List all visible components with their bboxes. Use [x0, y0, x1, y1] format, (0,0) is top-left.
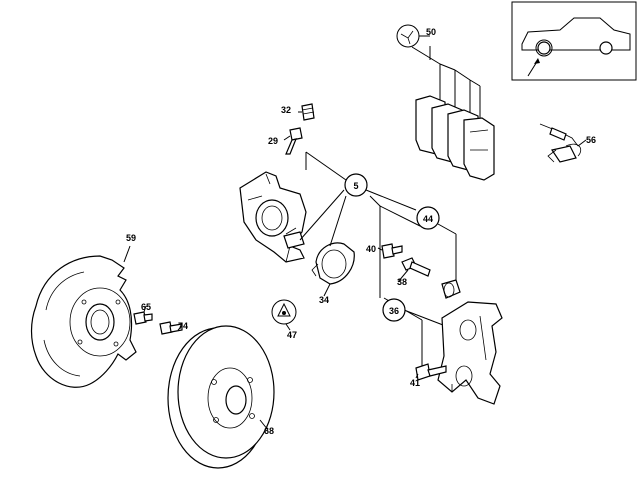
- label-47: 47: [287, 330, 297, 340]
- part-74-screw: [159, 321, 183, 335]
- caliper-housing: [239, 171, 307, 263]
- part-47-cap: [271, 299, 297, 325]
- part-40-screw: [381, 243, 403, 259]
- label-50: 50: [426, 27, 436, 37]
- part-68-brake-disc: [167, 325, 275, 469]
- leader-lines: [123, 111, 587, 431]
- vehicle-locator-inset: [511, 1, 637, 81]
- label-74: 74: [178, 321, 188, 331]
- label-44: 44: [423, 214, 433, 224]
- label-36: 36: [389, 306, 399, 316]
- label-32: 32: [281, 105, 291, 115]
- part-32-spring: [301, 103, 315, 121]
- part-50-brake-pads: [396, 24, 495, 181]
- label-56: 56: [586, 135, 596, 145]
- callout-36: 36: [382, 298, 406, 322]
- wrench-circle-icon: [396, 24, 420, 48]
- label-40: 40: [366, 244, 376, 254]
- part-29-bleed-screw: [285, 127, 303, 155]
- callout-5: 5: [344, 173, 368, 197]
- label-29: 29: [268, 136, 278, 146]
- part-44-bushing: [441, 279, 461, 299]
- label-38: 38: [397, 277, 407, 287]
- part-41-bolt: [415, 363, 447, 381]
- caliper-bracket: [437, 301, 503, 405]
- part-38-guide-pin: [401, 257, 431, 277]
- arrow-icon: [527, 58, 540, 77]
- label-34: 34: [319, 295, 329, 305]
- label-65: 65: [141, 302, 151, 312]
- label-68: 68: [264, 426, 274, 436]
- part-34-seal-ring: [311, 242, 355, 285]
- car-silhouette-icon: [521, 17, 631, 57]
- label-5: 5: [353, 181, 358, 191]
- part-65-screw: [133, 311, 153, 325]
- label-59: 59: [126, 233, 136, 243]
- part-56-wear-sensor: [539, 123, 582, 163]
- label-41: 41: [410, 378, 420, 388]
- callout-44: 44: [416, 206, 440, 230]
- part-59-dust-shield: [30, 255, 137, 388]
